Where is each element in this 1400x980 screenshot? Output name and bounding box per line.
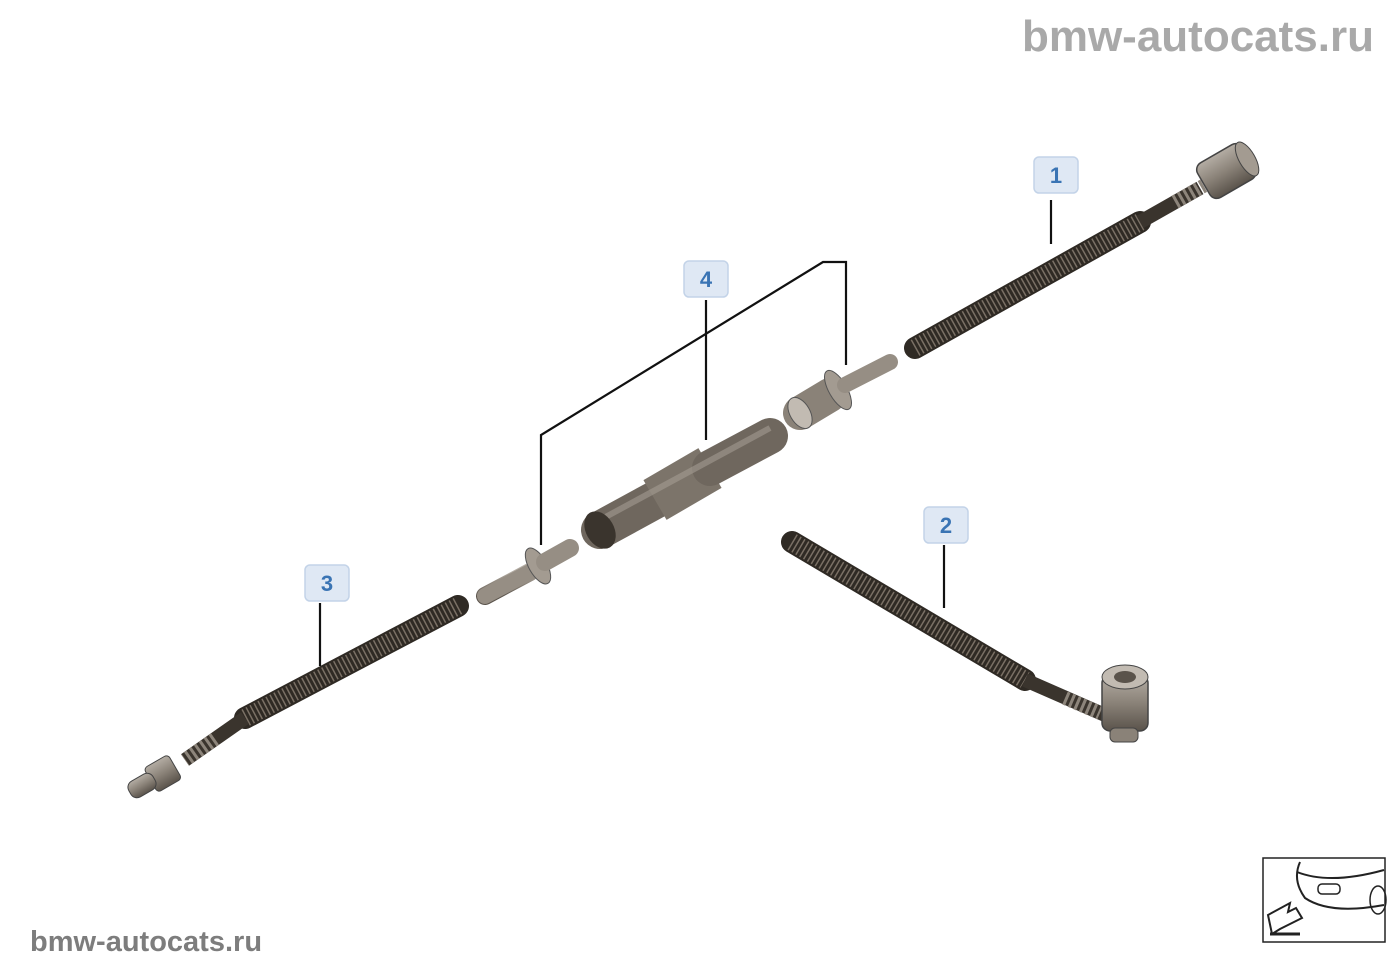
- hose-part-2[interactable]: [781, 531, 1149, 743]
- nut-fitting: [1195, 141, 1260, 200]
- hose-part-1[interactable]: [904, 138, 1264, 359]
- connector-sleeve[interactable]: [578, 418, 788, 554]
- elbow-fitting: [1101, 664, 1149, 743]
- callout-1[interactable]: 1: [1033, 156, 1079, 194]
- watermark-top: bmw-autocats.ru: [1021, 12, 1374, 61]
- svg-text:3: 3: [321, 571, 333, 596]
- leader-bracket-4: [539, 260, 848, 545]
- end-fitting: [127, 755, 181, 799]
- callout-4[interactable]: 4: [683, 260, 729, 298]
- svg-text:2: 2: [940, 513, 952, 538]
- callout-3[interactable]: 3: [304, 564, 350, 602]
- small-fitting-right[interactable]: [783, 354, 898, 433]
- small-fitting-left[interactable]: [476, 539, 579, 605]
- callout-2[interactable]: 2: [923, 506, 969, 544]
- car-front-direction-arrow-icon: [1262, 857, 1387, 943]
- hose-part-3[interactable]: [123, 595, 469, 805]
- watermark-bottom: bmw-autocats.ru: [30, 926, 263, 958]
- svg-text:1: 1: [1050, 163, 1062, 188]
- svg-text:4: 4: [700, 267, 713, 292]
